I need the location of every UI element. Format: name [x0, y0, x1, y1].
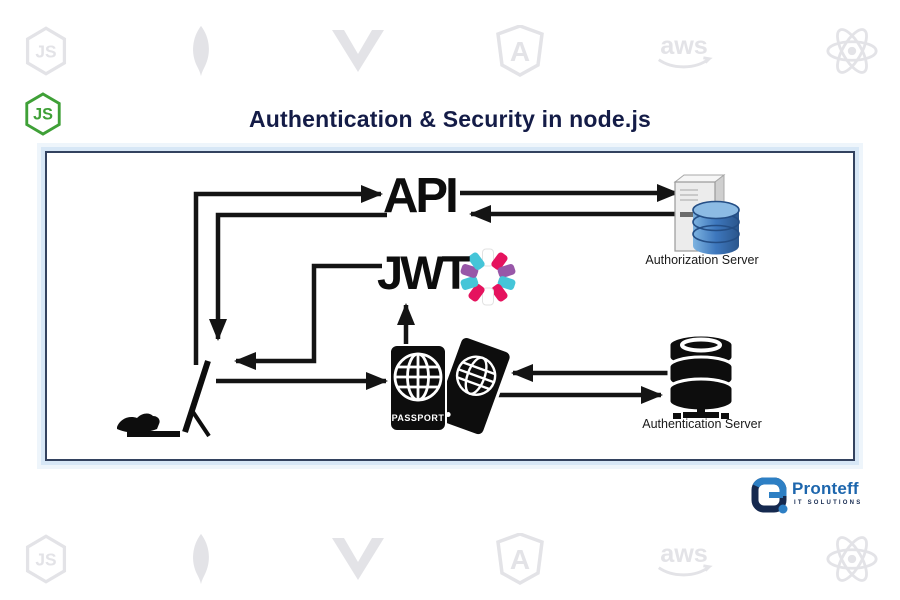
client-laptop-icon — [117, 360, 211, 438]
page-title: Authentication & Security in node.js — [248, 106, 652, 132]
authorization-server-icon — [673, 173, 740, 255]
aws-watermark-icon: aws — [653, 29, 715, 73]
passport-icon: PASSPORT — [389, 335, 513, 438]
react-watermark-icon — [824, 25, 880, 77]
vuejs-watermark-icon — [330, 536, 386, 582]
tech-logos-top-row: JS A aws — [0, 24, 900, 78]
arrow-jwt-to-client — [234, 263, 382, 370]
svg-text:A: A — [509, 544, 529, 575]
brand-tagline: IT SOLUTIONS — [794, 500, 863, 506]
pronteff-logo: Pronteff IT SOLUTIONS — [750, 476, 880, 518]
nodejs-watermark-icon: JS — [20, 25, 72, 77]
aws-wordmark: aws — [660, 540, 708, 568]
svg-text:JS: JS — [35, 42, 56, 62]
authorization-server-label: Authorization Server — [645, 253, 759, 267]
jwt-logo — [460, 248, 516, 306]
diagram-canvas: PASSPORT — [45, 151, 855, 461]
nodejs-watermark-icon: JS — [20, 533, 72, 585]
svg-text:A: A — [509, 36, 529, 67]
arrow-client-to-api — [193, 185, 383, 365]
authentication-server-icon — [667, 333, 735, 419]
aws-watermark-icon: aws — [653, 537, 715, 581]
react-watermark-icon — [824, 533, 880, 585]
tech-logos-bottom-row: JS A aws — [0, 532, 900, 586]
flow-diagram: PASSPORT — [117, 173, 740, 438]
mongodb-watermark-icon — [181, 532, 221, 586]
brand-name: Pronteff — [792, 479, 859, 498]
jwt-label: JWT — [377, 246, 470, 299]
hand-icon — [117, 413, 160, 433]
pronteff-mark-icon — [751, 477, 788, 514]
angular-watermark-icon: A — [495, 533, 544, 585]
aws-wordmark: aws — [660, 32, 708, 60]
authentication-server-label: Authentication Server — [642, 417, 762, 431]
vuejs-watermark-icon — [330, 28, 386, 74]
arrow-api-to-client — [209, 212, 387, 341]
passport-label: PASSPORT — [392, 413, 445, 423]
svg-text:JS: JS — [35, 550, 56, 570]
mongodb-watermark-icon — [181, 24, 221, 78]
api-label: API — [383, 169, 459, 223]
svg-text:JS: JS — [33, 106, 53, 124]
nodejs-logo: JS — [22, 90, 64, 143]
angular-watermark-icon: A — [495, 25, 544, 77]
